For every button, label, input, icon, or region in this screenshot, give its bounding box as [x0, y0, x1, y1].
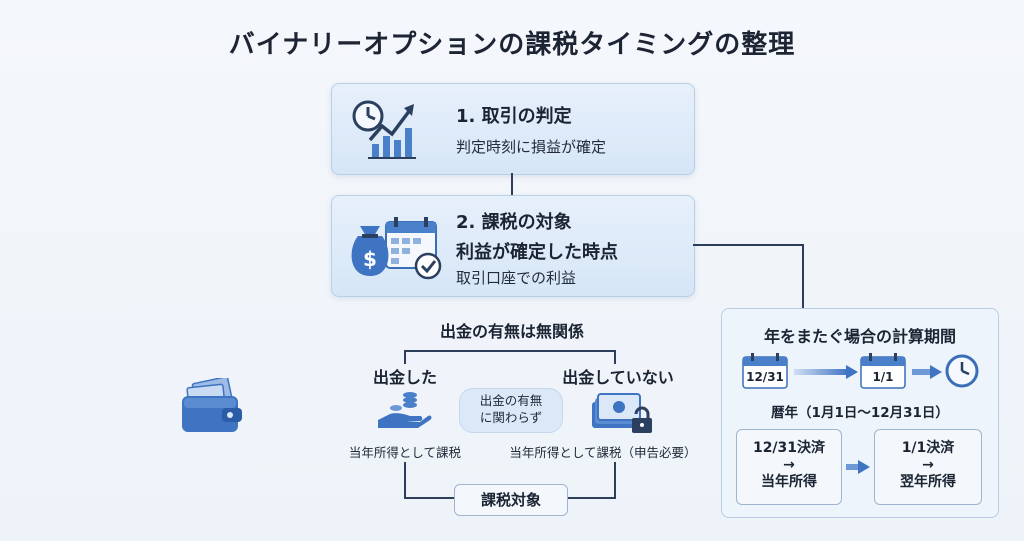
clock-chart-icon — [348, 96, 418, 162]
settle-dec31-line1: 12/31決済 — [752, 440, 826, 456]
middle-note-pill: 出金の有無 に関わらず — [459, 388, 563, 433]
arrow-right-icon — [794, 364, 858, 379]
withdrawal-header: 出金の有無は無関係 — [439, 322, 584, 341]
settle-jan1-arrow: → — [922, 457, 934, 473]
settle-dec31-arrow: → — [783, 457, 795, 473]
step1-heading: 1. 取引の判定 — [456, 106, 572, 127]
connector-line — [802, 244, 804, 308]
wallet-icon — [180, 376, 244, 436]
step2-emphasis: 利益が確定した時点 — [456, 242, 618, 263]
connector-line — [693, 244, 803, 246]
arrow-right-icon — [912, 364, 942, 379]
withdrawn-result: 当年所得として課税 — [348, 445, 462, 460]
settle-jan1-box: 1/1決済 → 翌年所得 — [874, 429, 982, 505]
period-panel: 年をまたぐ場合の計算期間 12/31 1/1 — [721, 308, 999, 518]
middle-note-line1: 出金の有無 — [479, 393, 543, 408]
not-withdrawn-label: 出金していない — [562, 368, 674, 387]
period-header: 年をまたぐ場合の計算期間 — [763, 327, 956, 346]
settle-dec31-box: 12/31決済 → 当年所得 — [736, 429, 842, 505]
connector-line — [404, 462, 406, 498]
connector-line — [511, 173, 513, 195]
settle-jan1-line2: 翌年所得 — [900, 474, 956, 490]
settle-jan1-line1: 1/1決済 — [901, 440, 955, 456]
connector-line — [404, 497, 454, 499]
connector-line — [404, 350, 616, 352]
page-title: バイナリーオプションの課税タイミングの整理 — [228, 30, 796, 60]
clock-icon — [944, 353, 980, 389]
step2-heading: 2. 課税の対象 — [456, 212, 572, 233]
connector-line — [566, 497, 616, 499]
moneybag-calendar-icon: $ — [344, 214, 444, 282]
step1-detail: 判定時刻に損益が確定 — [456, 138, 607, 156]
calendar-icon — [742, 353, 788, 389]
arrow-right-icon — [846, 459, 870, 474]
step1-card: 1. 取引の判定 判定時刻に損益が確定 — [331, 83, 695, 175]
settle-dec31-line2: 当年所得 — [761, 474, 817, 490]
calendar-date-1: 12/31 — [746, 370, 784, 384]
not-withdrawn-result: 当年所得として課税（申告必要） — [509, 445, 697, 460]
step2-detail: 取引口座での利益 — [456, 269, 577, 287]
svg-text:$: $ — [363, 247, 377, 271]
withdrawn-label: 出金した — [372, 368, 437, 387]
calendar-date-2: 1/1 — [872, 370, 894, 384]
connector-line — [614, 350, 616, 364]
connector-line — [404, 350, 406, 364]
connector-line — [614, 462, 616, 498]
calendar-icon — [860, 353, 906, 389]
step2-card: $ 2. 課税の対象 利益が確定した時点 取引口座での利益 — [331, 195, 695, 297]
calendar-year-label: 暦年（1月1日〜12月31日） — [771, 405, 949, 421]
middle-note-line2: に関わらず — [479, 410, 543, 425]
cash-lock-icon — [590, 388, 654, 434]
hand-coins-icon — [376, 388, 432, 432]
taxable-box: 課税対象 — [454, 484, 568, 516]
